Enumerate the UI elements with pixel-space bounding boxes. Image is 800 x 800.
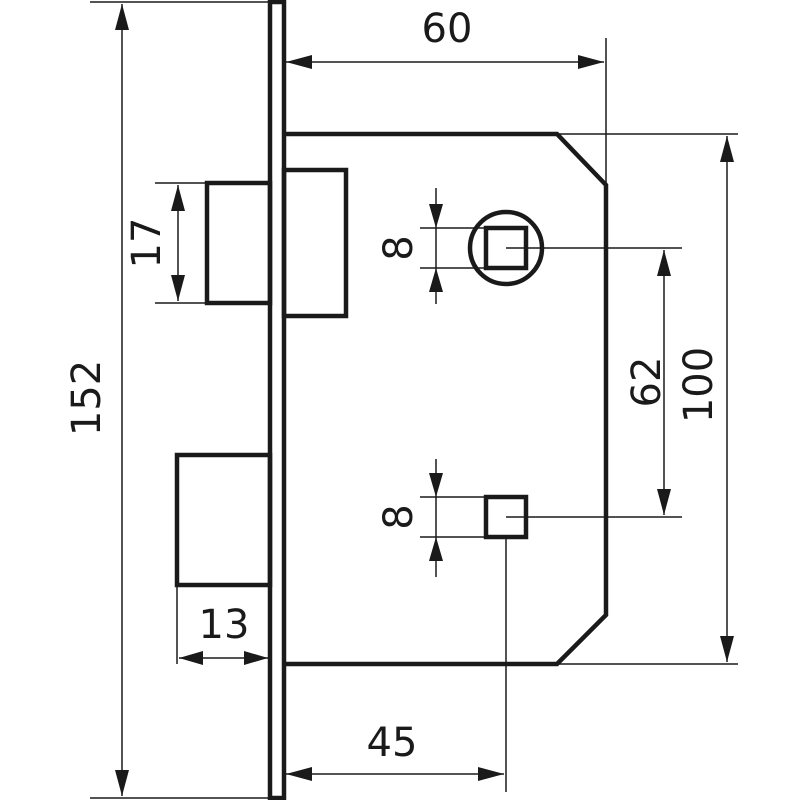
dimension-bolt-throw: 13 xyxy=(176,585,271,665)
label-8-upper: 8 xyxy=(376,235,422,260)
label-8-lower: 8 xyxy=(376,504,422,529)
dimension-case-depth: 60 xyxy=(286,6,607,185)
dimension-overall-height: 152 xyxy=(64,1,270,799)
dead-bolt xyxy=(174,452,273,588)
dimension-case-height: 100 xyxy=(557,133,738,665)
latch-bolt-inner xyxy=(281,167,349,319)
dimension-spindle-square-upper: 8 xyxy=(376,188,486,304)
label-13: 13 xyxy=(199,602,250,648)
dimension-latch-height: 17 xyxy=(124,182,207,304)
label-100: 100 xyxy=(676,347,722,423)
label-62: 62 xyxy=(624,357,670,408)
label-45: 45 xyxy=(367,720,418,766)
label-152: 152 xyxy=(64,360,110,436)
dimension-square-lower: 8 xyxy=(376,459,486,577)
label-60: 60 xyxy=(422,6,473,52)
latch-bolt-outer xyxy=(204,180,273,306)
label-17: 17 xyxy=(124,218,170,269)
lock-case xyxy=(284,131,609,667)
face-plate xyxy=(267,0,287,800)
dimension-center-distance: 62 xyxy=(506,247,682,518)
dimension-backset: 45 xyxy=(286,537,507,792)
